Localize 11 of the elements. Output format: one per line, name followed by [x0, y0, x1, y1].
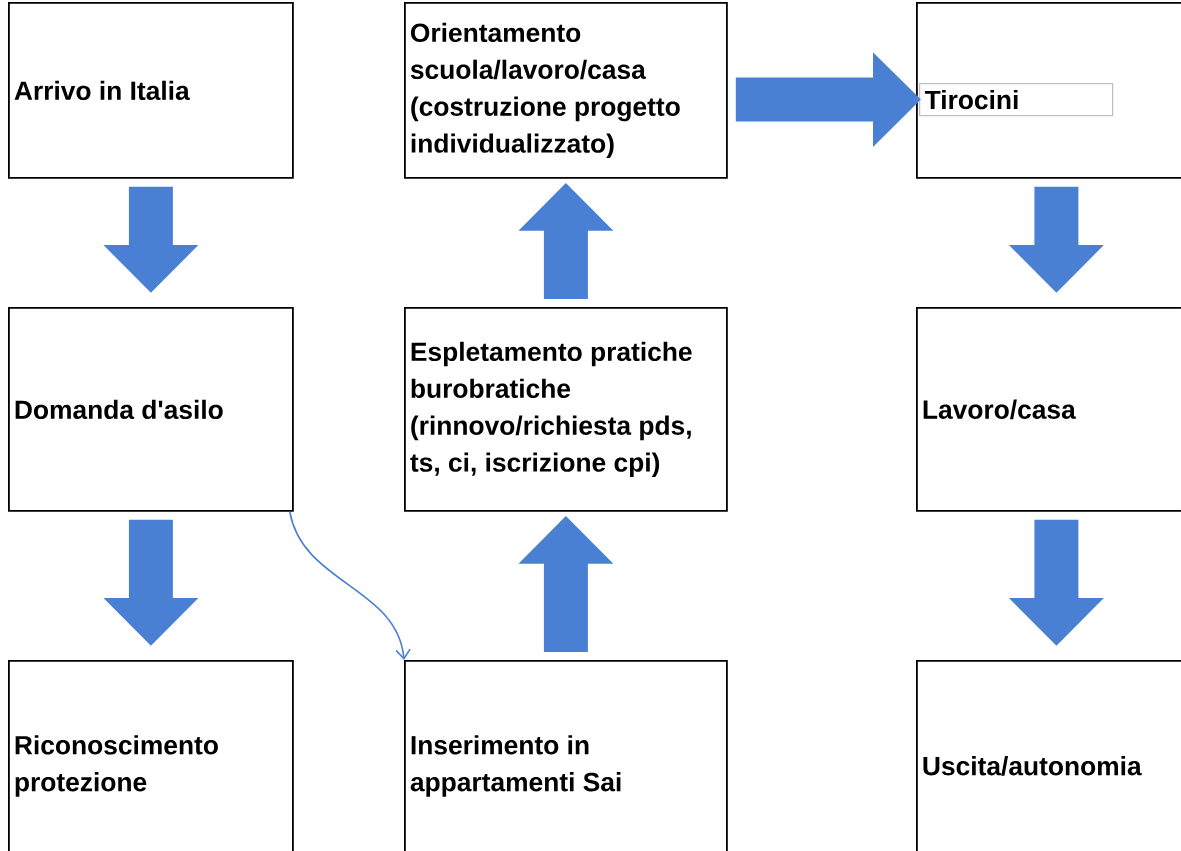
- process-box: [916, 2, 1181, 179]
- text-box: Tirocini: [919, 83, 1114, 117]
- process-box: Riconoscimento protezione: [8, 660, 294, 851]
- process-box: Arrivo in Italia: [8, 2, 294, 179]
- process-box: Domanda d'asilo: [8, 307, 294, 512]
- process-box: Orientamento scuola/lavoro/casa (costruzione progetto individualizzato): [404, 2, 728, 179]
- process-box: Espletamento pratiche burobratiche (rinnovo/richiesta pds, ts, ci, iscrizione cpi): [404, 307, 728, 512]
- process-box: Uscita/autonomia: [916, 660, 1181, 851]
- process-box: Inserimento in appartamenti Sai: [404, 660, 728, 851]
- curved-arrow: [289, 511, 411, 660]
- process-box: Lavoro/casa: [916, 307, 1181, 512]
